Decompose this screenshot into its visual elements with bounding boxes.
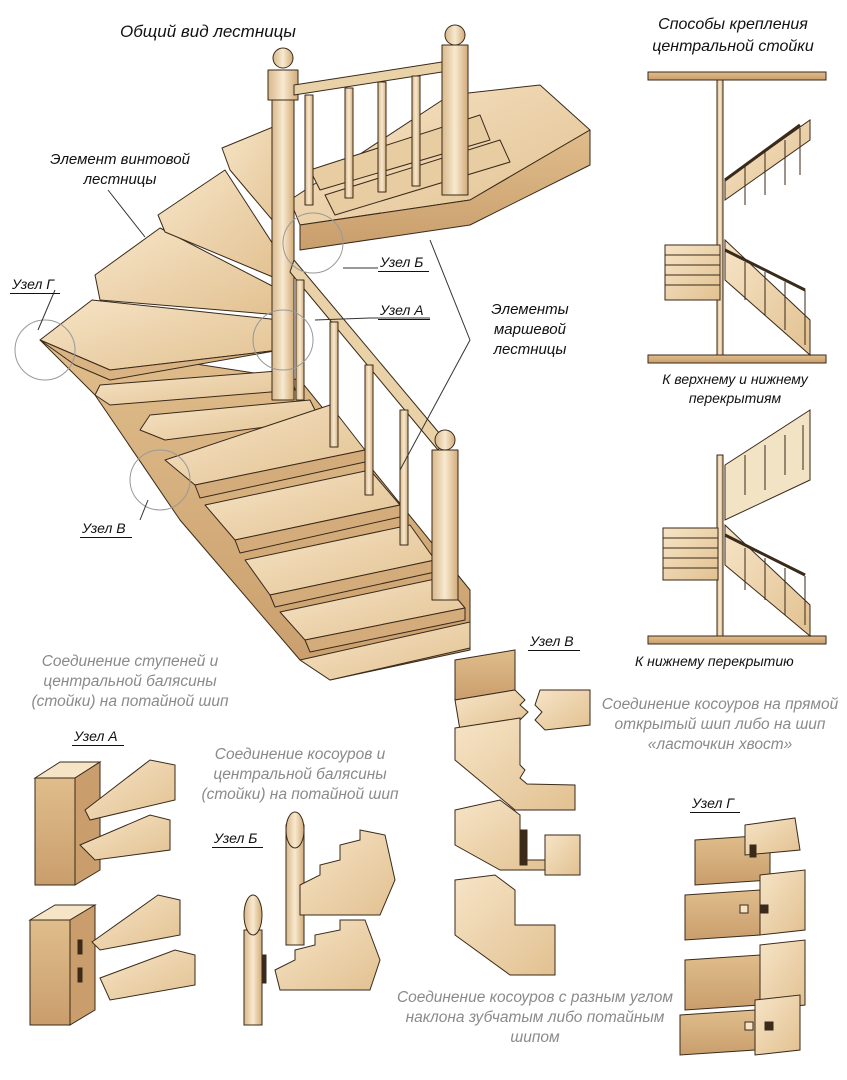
stringers-open-tenon-caption: Соединение косоуров на прямой открытый ш… bbox=[601, 696, 839, 753]
node-b-main-label: Узел Б bbox=[378, 254, 430, 272]
general-view-title: Общий вид лестницы bbox=[120, 22, 296, 41]
spiral-element-label: Элемент винтовой лестницы bbox=[50, 151, 190, 188]
node-a-detail-label: Узел А bbox=[72, 728, 124, 746]
steps-joint-caption: Соединение ступеней и центральной баляси… bbox=[31, 653, 229, 710]
circle-node-g bbox=[14, 319, 76, 381]
detail-circles bbox=[14, 212, 344, 511]
node-g-main-label: Узел Г bbox=[10, 276, 60, 294]
node-g-detail-label: Узел Г bbox=[690, 795, 740, 813]
detail-b bbox=[243, 811, 396, 1026]
circle-node-a bbox=[252, 309, 314, 371]
upper-lower-caption: К верхнему и нижнему перекрытиям bbox=[662, 371, 808, 406]
detail-a-bottom bbox=[28, 894, 196, 1026]
march-elements-label: Элементы маршевой лестницы bbox=[491, 301, 569, 358]
mounting-methods-title: Способы крепления центральной стойки bbox=[652, 16, 814, 55]
stringers-post-joint-caption: Соединение косоуров и центральной баляси… bbox=[201, 746, 399, 803]
node-b-detail-label: Узел Б bbox=[212, 830, 264, 848]
stringers-angle-joint-caption: Соединение косоуров с разным углом накло… bbox=[396, 989, 674, 1046]
node-v-detail-label: Узел В bbox=[528, 633, 580, 651]
main-staircase bbox=[39, 24, 591, 681]
circle-node-b bbox=[282, 212, 344, 274]
mount-top-diagram bbox=[647, 71, 827, 364]
mount-bottom-diagram bbox=[647, 409, 827, 645]
detail-a-top bbox=[33, 759, 176, 886]
detail-v bbox=[454, 649, 591, 976]
lower-only-caption: К нижнему перекрытию bbox=[635, 653, 794, 669]
detail-g bbox=[679, 817, 806, 1056]
circle-node-v bbox=[129, 449, 191, 511]
node-v-main-label: Узел В bbox=[80, 520, 132, 538]
leader-lines bbox=[37, 189, 471, 521]
node-a-main-label: Узел А bbox=[378, 302, 430, 320]
